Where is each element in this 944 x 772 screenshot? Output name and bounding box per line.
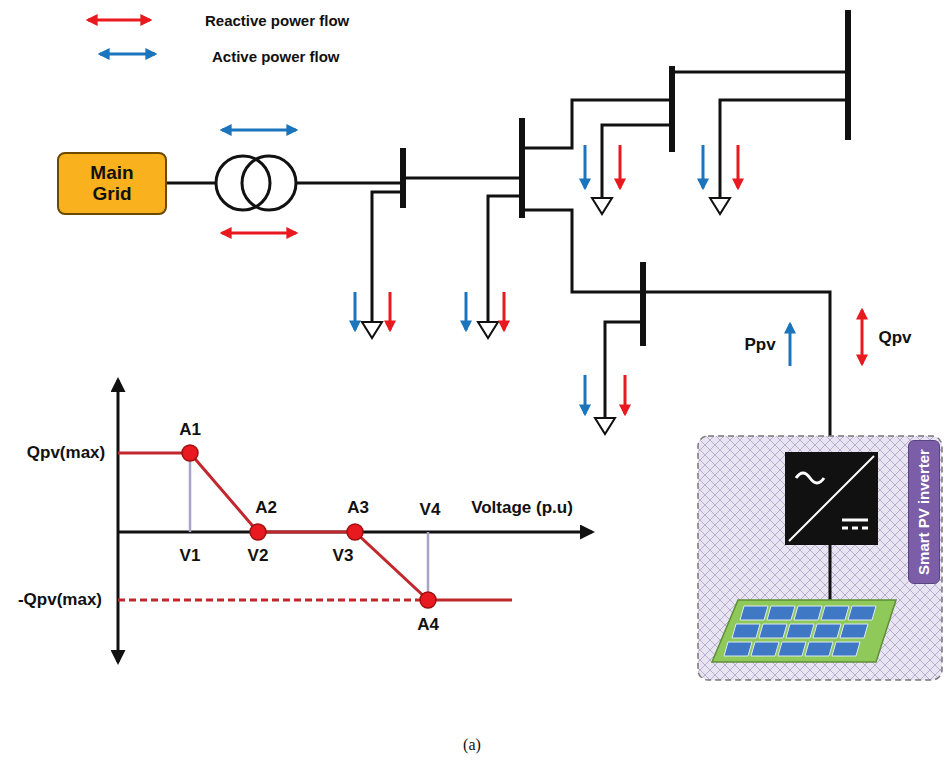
panel-cell <box>724 642 752 656</box>
grid-box: Main Grid <box>57 152 167 215</box>
panel-cell <box>767 606 795 620</box>
panel-cell <box>759 624 787 638</box>
panel-cell <box>840 624 868 638</box>
chart-label: Qpv(max) <box>27 443 105 463</box>
panel-cell <box>740 606 768 620</box>
chart-label: Qpv <box>878 328 911 348</box>
inverter-label: Smart PV inverter <box>908 440 940 584</box>
panel-cell <box>786 624 814 638</box>
chart-label: -Qpv(max) <box>18 590 102 610</box>
chart-label: A2 <box>255 498 277 518</box>
volt-var-chart <box>118 380 592 662</box>
chart-label: V1 <box>180 546 201 566</box>
legend-arrow <box>100 53 155 56</box>
chart-label: A3 <box>347 498 369 518</box>
panel-cell <box>821 606 849 620</box>
solar-panels <box>712 600 896 662</box>
panel-cell <box>832 642 860 656</box>
chart-label: Ppv <box>744 335 775 355</box>
chart-label: A4 <box>417 615 439 635</box>
legend-text: Active power flow <box>212 48 340 65</box>
pv-region <box>698 436 942 680</box>
inverter-symbol <box>785 452 878 600</box>
node-text: Smart PV inverter <box>915 449 932 575</box>
power-flow-arrows <box>222 130 862 414</box>
panel-cell <box>751 642 779 656</box>
chart-label: V4 <box>420 500 441 520</box>
legend-text: Reactive power flow <box>205 12 349 29</box>
panel-cell <box>794 606 822 620</box>
chart-label: Voltage (p.u) <box>471 498 573 518</box>
network <box>167 10 848 452</box>
caption: (a) <box>463 736 481 754</box>
panel-cell <box>848 606 876 620</box>
panel-cell <box>732 624 760 638</box>
panel-cell <box>778 642 806 656</box>
panel-cell <box>805 642 833 656</box>
chart-label: A1 <box>179 420 201 440</box>
chart-label: V2 <box>248 546 269 566</box>
legend-arrow <box>88 19 150 22</box>
node-text: Main Grid <box>72 162 152 206</box>
chart-label: V3 <box>333 546 354 566</box>
panel-cell <box>813 624 841 638</box>
